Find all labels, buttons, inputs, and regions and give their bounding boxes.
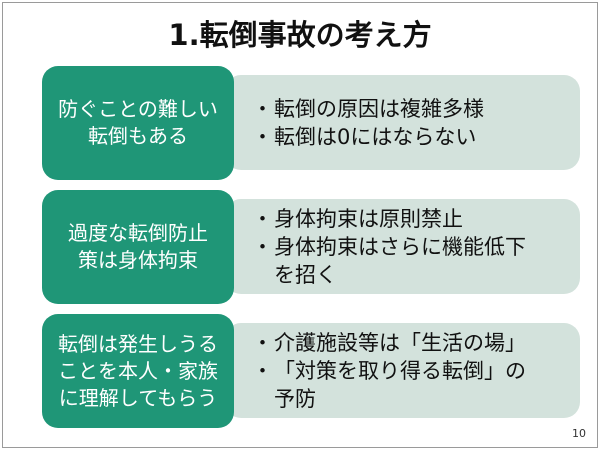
row-1: 防ぐことの難しい転倒もある ・転倒の原因は複雑多様 ・転倒は0にはならない (42, 66, 582, 180)
row-3: 転倒は発生しうることを本人・家族に理解してもらう ・介護施設等は「生活の場」 ・… (42, 314, 582, 428)
bullet-indent (252, 261, 274, 289)
bullet-icon: ・ (252, 207, 273, 231)
bullet-text: 介護施設等は「生活の場」 (274, 331, 526, 355)
heading-box: 転倒は発生しうることを本人・家族に理解してもらう (42, 314, 234, 428)
bullet-text: 身体拘束はさらに機能低下 (274, 235, 526, 259)
heading-line: ことを本人・家族 (58, 358, 218, 383)
bullet-icon: ・ (252, 235, 273, 259)
content-box (225, 75, 580, 170)
heading-line: に理解してもらう (58, 385, 218, 410)
content-box (225, 199, 580, 294)
bullet-icon: ・ (252, 359, 273, 383)
row-2: 過度な転倒防止策は身体拘束 ・身体拘束は原則禁止 ・身体拘束はさらに機能低下 を… (42, 190, 582, 304)
bullet-text: 転倒は0にはならない (274, 125, 477, 149)
bullet-text: 「対策を取り得る転倒」の (274, 359, 526, 383)
bullet-icon: ・ (252, 125, 273, 149)
bullet-text: 予防 (274, 387, 316, 411)
heading-line: 転倒もある (88, 124, 188, 148)
heading-line: 防ぐことの難しい (58, 97, 218, 121)
bullet-indent (252, 385, 274, 413)
slide-title: 1.転倒事故の考え方 (168, 18, 432, 52)
bullet-list: ・転倒の原因は複雑多様 ・転倒は0にはならない (252, 66, 484, 180)
content-box (225, 323, 580, 418)
page-number: 10 (572, 427, 586, 440)
bullet-text: を招く (274, 263, 337, 287)
heading-line: 策は身体拘束 (78, 248, 198, 272)
heading-box: 防ぐことの難しい転倒もある (42, 66, 234, 180)
bullet-icon: ・ (252, 97, 273, 121)
bullet-list: ・介護施設等は「生活の場」 ・「対策を取り得る転倒」の 予防 (252, 314, 526, 428)
bullet-list: ・身体拘束は原則禁止 ・身体拘束はさらに機能低下 を招く (252, 190, 526, 304)
bullet-text: 身体拘束は原則禁止 (274, 207, 463, 231)
heading-line: 転倒は発生しうる (58, 331, 218, 356)
bullet-icon: ・ (252, 331, 273, 355)
heading-line: 過度な転倒防止 (68, 221, 208, 245)
heading-box: 過度な転倒防止策は身体拘束 (42, 190, 234, 304)
bullet-text: 転倒の原因は複雑多様 (274, 97, 484, 121)
